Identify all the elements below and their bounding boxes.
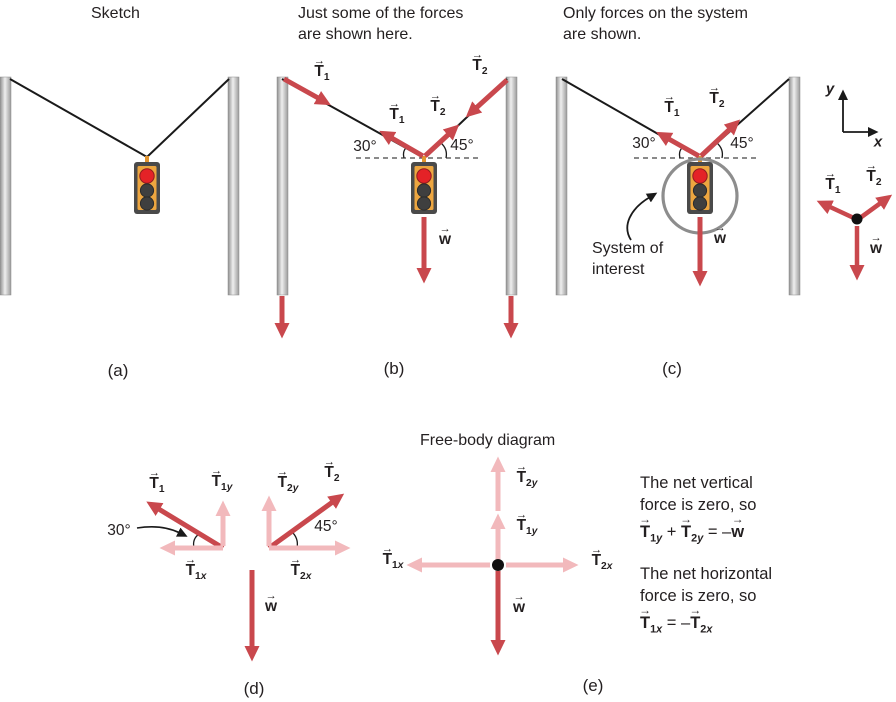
- label-t2-d: T→2: [323, 456, 340, 485]
- angle-45-label-b: 45°: [450, 137, 474, 154]
- arrow-t1-at-light-b: [379, 130, 425, 159]
- label-t2-pole-b: T→2: [471, 49, 488, 78]
- notes-block: The net vertical force is zero, so T→1y …: [639, 472, 773, 655]
- label-t2y-e: T→2y: [515, 461, 538, 490]
- angle-arc: [716, 142, 724, 159]
- arrow-t1-mini-fbd: [816, 200, 857, 222]
- label-t1-d: T→1: [148, 467, 165, 496]
- note-vertical-line2: force is zero, so: [640, 496, 757, 514]
- panel-e-title: Free-body diagram: [420, 432, 556, 449]
- traffic-light-b: [410, 155, 438, 215]
- system-of-interest-line1: System of: [592, 240, 664, 257]
- label-t1-c: T→1: [663, 91, 680, 120]
- label-t1x-d: T→1x: [184, 554, 207, 583]
- label-t2-light-b: T→2: [429, 90, 446, 119]
- label-t2x-d: T→2x: [289, 554, 312, 583]
- arrow-t2-c: [699, 119, 741, 158]
- label-t2x-e: T→2x: [590, 544, 613, 573]
- y-axis-label: y: [825, 80, 835, 98]
- panel-c-title: Only forces on the system are shown.: [563, 3, 748, 45]
- label-t1-mini-fbd: T→1: [824, 168, 841, 197]
- particle-dot-e: [492, 559, 504, 571]
- arrow-t2-at-light-b: [423, 124, 460, 158]
- system-of-interest-label: System of interest: [592, 238, 663, 280]
- label-weight-b: w→: [438, 223, 452, 248]
- arrow-t2-at-pole-b: [465, 78, 509, 118]
- pole: [0, 76, 12, 296]
- label-weight-mini-fbd: w→: [869, 232, 883, 257]
- cable: [9, 78, 230, 159]
- label-t1y-d: T→1y: [210, 465, 233, 494]
- label-t1-pole-b: T→1: [313, 55, 330, 84]
- panel-c-title-line2: are shown.: [563, 26, 642, 43]
- arrow-t2-mini-fbd: [858, 194, 893, 220]
- traffic-light-a: [133, 155, 161, 215]
- coordinate-axes: [838, 89, 879, 137]
- equation-net-vertical: T→1y + T→2y = –w→: [639, 511, 745, 545]
- pole: [276, 76, 289, 296]
- label-t1y-e: T→1y: [515, 509, 538, 538]
- panel-a-title: Sketch: [91, 5, 140, 22]
- component-arrows-pink: [159, 456, 579, 573]
- caption-a: (a): [107, 361, 129, 380]
- arrow-t1-at-pole-b: [282, 76, 331, 106]
- angle-arc: [440, 142, 448, 159]
- caption-e: (e): [582, 676, 604, 695]
- angle-45-label-d: 45°: [314, 518, 338, 535]
- caption-b: (b): [383, 359, 405, 378]
- pole: [505, 76, 518, 296]
- angle-30-label-c: 30°: [632, 135, 656, 152]
- panel-b-title-line1: Just some of the forces: [298, 5, 464, 22]
- traffic-light-c: [686, 155, 714, 215]
- system-of-interest-line2: interest: [592, 261, 645, 278]
- equation-net-horizontal: T→1x = –T→2x: [639, 603, 713, 636]
- label-t2-mini-fbd: T→2: [865, 160, 882, 189]
- particle-dot-mini-fbd: [851, 213, 863, 225]
- label-t1-light-b: T→1: [388, 98, 405, 127]
- label-weight-d: w→: [264, 590, 278, 615]
- note-horizontal-line2: force is zero, so: [640, 587, 757, 606]
- angle-30-label-d: 30°: [107, 522, 131, 539]
- label-weight-e: w→: [512, 591, 526, 616]
- force-arrows-red: [146, 76, 893, 662]
- arrow-t2-d: [267, 493, 345, 551]
- angle-30-label-b: 30°: [353, 138, 377, 155]
- note-vertical-line1: The net vertical: [640, 474, 753, 492]
- system-of-interest-pointer-arrow: [626, 192, 658, 241]
- pole: [788, 76, 801, 296]
- note-horizontal-line1: The net horizontal: [640, 565, 773, 584]
- label-t2-c: T→2: [708, 82, 725, 111]
- pole: [555, 76, 568, 296]
- panel-c-title-line1: Only forces on the system: [563, 5, 748, 22]
- caption-c: (c): [662, 359, 682, 378]
- x-axis-label: x: [873, 133, 883, 151]
- arrow-t1-d: [146, 501, 225, 551]
- arrow-t1-c: [656, 131, 701, 159]
- poles: [0, 76, 801, 296]
- label-t1x-e: T→1x: [381, 543, 404, 572]
- caption-d: (d): [243, 679, 265, 698]
- pole: [227, 76, 240, 296]
- panel-b-title: Just some of the forces are shown here.: [298, 3, 463, 45]
- panel-b-title-line2: are shown here.: [298, 26, 413, 43]
- label-t2y-d: T→2y: [276, 466, 299, 495]
- angle-30-pointer-arrow: [136, 526, 188, 537]
- label-weight-c: w→: [713, 222, 727, 247]
- angle-45-label-c: 45°: [730, 135, 754, 152]
